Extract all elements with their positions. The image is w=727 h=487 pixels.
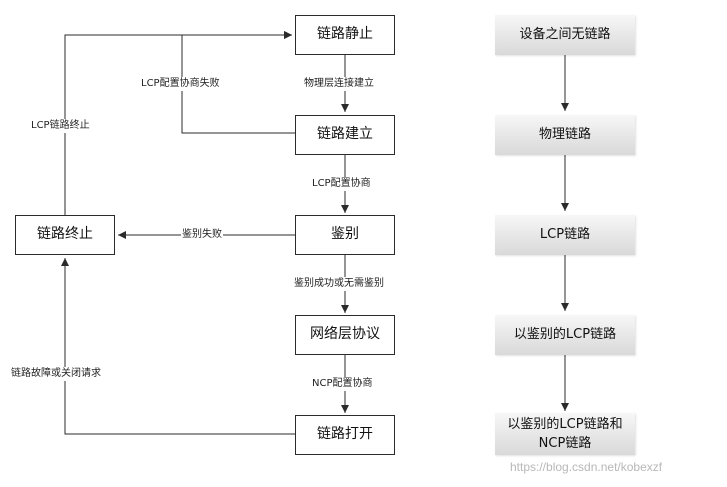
label-auth-failed: 鉴别失败 — [181, 228, 223, 242]
state-link-open: 链路打开 — [295, 415, 395, 455]
link-state-auth-lcp-ncp: 以鉴别的LCP链路和NCP链路 — [495, 413, 635, 455]
label-ncp-negotiation: NCP配置协商 — [311, 377, 374, 391]
label-lcp-failed: LCP配置协商失败 — [140, 77, 221, 91]
link-state-no-link: 设备之间无链路 — [495, 15, 635, 55]
state-link-dead: 链路静止 — [295, 15, 395, 55]
label-physical-up: 物理层连接建立 — [303, 77, 375, 91]
state-network-protocol: 网络层协议 — [295, 315, 395, 355]
arrow-link-fault — [61, 258, 295, 435]
watermark: https://blog.csdn.net/kobexzf — [510, 460, 663, 474]
state-network-protocol-label: 网络层协议 — [310, 326, 380, 343]
state-link-establish-label: 链路建立 — [317, 126, 373, 143]
link-state-lcp-label: LCP链路 — [539, 227, 591, 243]
link-state-auth-lcp-label: 以鉴别的LCP链路 — [513, 327, 617, 343]
state-link-establish: 链路建立 — [295, 115, 395, 155]
label-auth-success: 鉴别成功或无需鉴别 — [293, 277, 385, 291]
label-lcp-negotiation: LCP配置协商 — [311, 177, 372, 191]
state-authenticate-label: 鉴别 — [331, 226, 359, 243]
state-link-terminate: 链路终止 — [15, 215, 115, 255]
link-state-lcp: LCP链路 — [495, 215, 635, 255]
label-link-fault-or-close: 链路故障或关闭请求 — [10, 367, 102, 381]
link-state-auth-lcp: 以鉴别的LCP链路 — [495, 315, 635, 355]
link-state-no-link-label: 设备之间无链路 — [519, 27, 611, 43]
state-authenticate: 鉴别 — [295, 215, 395, 255]
arrow-lcp-terminate — [64, 31, 292, 215]
state-link-dead-label: 链路静止 — [317, 26, 373, 43]
link-state-physical-label: 物理链路 — [538, 127, 591, 143]
link-state-auth-lcp-ncp-label: 以鉴别的LCP链路和NCP链路 — [507, 416, 623, 452]
state-link-open-label: 链路打开 — [317, 426, 373, 443]
label-lcp-terminate: LCP链路终止 — [30, 119, 91, 133]
state-link-terminate-label: 链路终止 — [37, 226, 93, 243]
link-state-physical: 物理链路 — [495, 115, 635, 155]
